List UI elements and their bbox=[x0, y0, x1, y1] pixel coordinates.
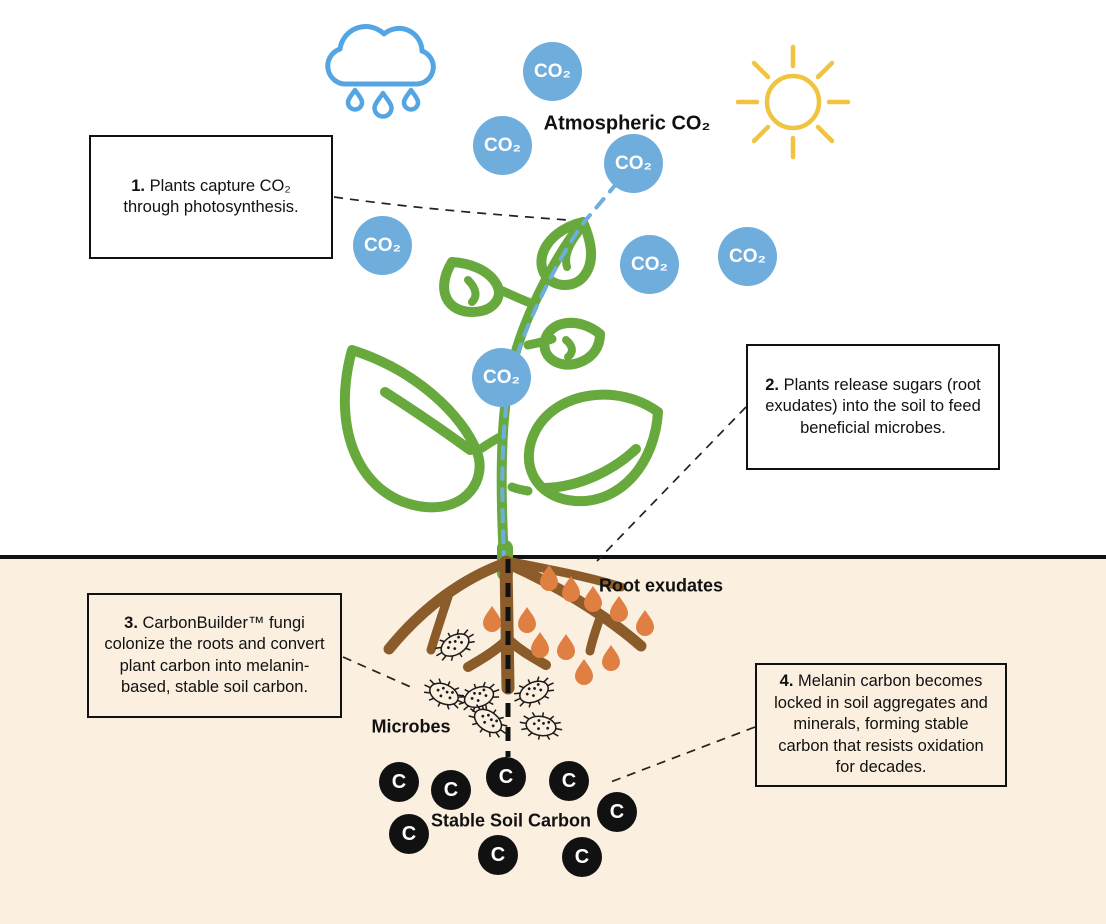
co2-bubble: CO₂ bbox=[718, 227, 777, 286]
atmospheric-co2-label: Atmospheric CO₂ bbox=[543, 112, 711, 135]
step-1-number: 1. bbox=[131, 176, 145, 195]
carbon-circle: C bbox=[478, 835, 518, 875]
soil-surface-line bbox=[0, 555, 1106, 559]
co2-flow-path bbox=[500, 181, 619, 558]
co2-bubble: CO₂ bbox=[620, 235, 679, 294]
step-4-body: Melanin carbon becomes locked in soil ag… bbox=[774, 672, 988, 777]
connector-callout3 bbox=[342, 656, 414, 689]
carbon-circle: C bbox=[562, 837, 602, 877]
carbon-circle: C bbox=[597, 792, 637, 832]
step-1-body: Plants capture CO₂ through photosynthesi… bbox=[123, 176, 299, 216]
co2-bubble: CO₂ bbox=[353, 216, 412, 275]
co2-bubble: CO₂ bbox=[472, 348, 531, 407]
step-4-number: 4. bbox=[779, 672, 794, 691]
carbon-circle: C bbox=[389, 814, 429, 854]
callout-step-3-text: 3. CarbonBuilder™ fungi colonize the roo… bbox=[99, 613, 330, 699]
callout-step-3: 3. CarbonBuilder™ fungi colonize the roo… bbox=[87, 593, 342, 718]
callout-step-2: 2. Plants release sugars (root exudates)… bbox=[746, 344, 1000, 470]
sun-icon bbox=[735, 44, 851, 160]
callout-step-4: 4. Melanin carbon becomes locked in soil… bbox=[755, 663, 1007, 787]
callout-step-4-text: 4. Melanin carbon becomes locked in soil… bbox=[767, 671, 995, 778]
step-2-number: 2. bbox=[765, 375, 779, 394]
co2-bubble: CO₂ bbox=[604, 134, 663, 193]
step-3-number: 3. bbox=[124, 613, 138, 632]
carbon-circle: C bbox=[431, 770, 471, 810]
root-exudates-label: Root exudates bbox=[598, 575, 724, 596]
callout-step-1: 1. Plants capture CO₂ through photosynth… bbox=[89, 135, 333, 259]
carbon-circle: C bbox=[486, 757, 526, 797]
stable-soil-carbon-label: Stable Soil Carbon bbox=[430, 810, 592, 831]
plant-icon bbox=[339, 217, 663, 581]
carbon-circle: C bbox=[549, 761, 589, 801]
co2-bubble: CO₂ bbox=[473, 116, 532, 175]
co2-bubble: CO₂ bbox=[523, 42, 582, 101]
callout-step-2-text: 2. Plants release sugars (root exudates)… bbox=[758, 375, 988, 439]
callout-step-1-text: 1. Plants capture CO₂ through photosynth… bbox=[101, 176, 321, 219]
connector-callout4 bbox=[607, 726, 756, 784]
carbon-circle: C bbox=[379, 762, 419, 802]
connector-callout2 bbox=[596, 406, 747, 562]
step-2-body: Plants release sugars (root exudates) in… bbox=[765, 375, 981, 437]
microbes-label: Microbes bbox=[371, 716, 451, 737]
rain-cloud-icon bbox=[325, 24, 436, 119]
step-3-body: CarbonBuilder™ fungi colonize the roots … bbox=[104, 613, 325, 696]
raindrop-icon bbox=[345, 87, 421, 119]
